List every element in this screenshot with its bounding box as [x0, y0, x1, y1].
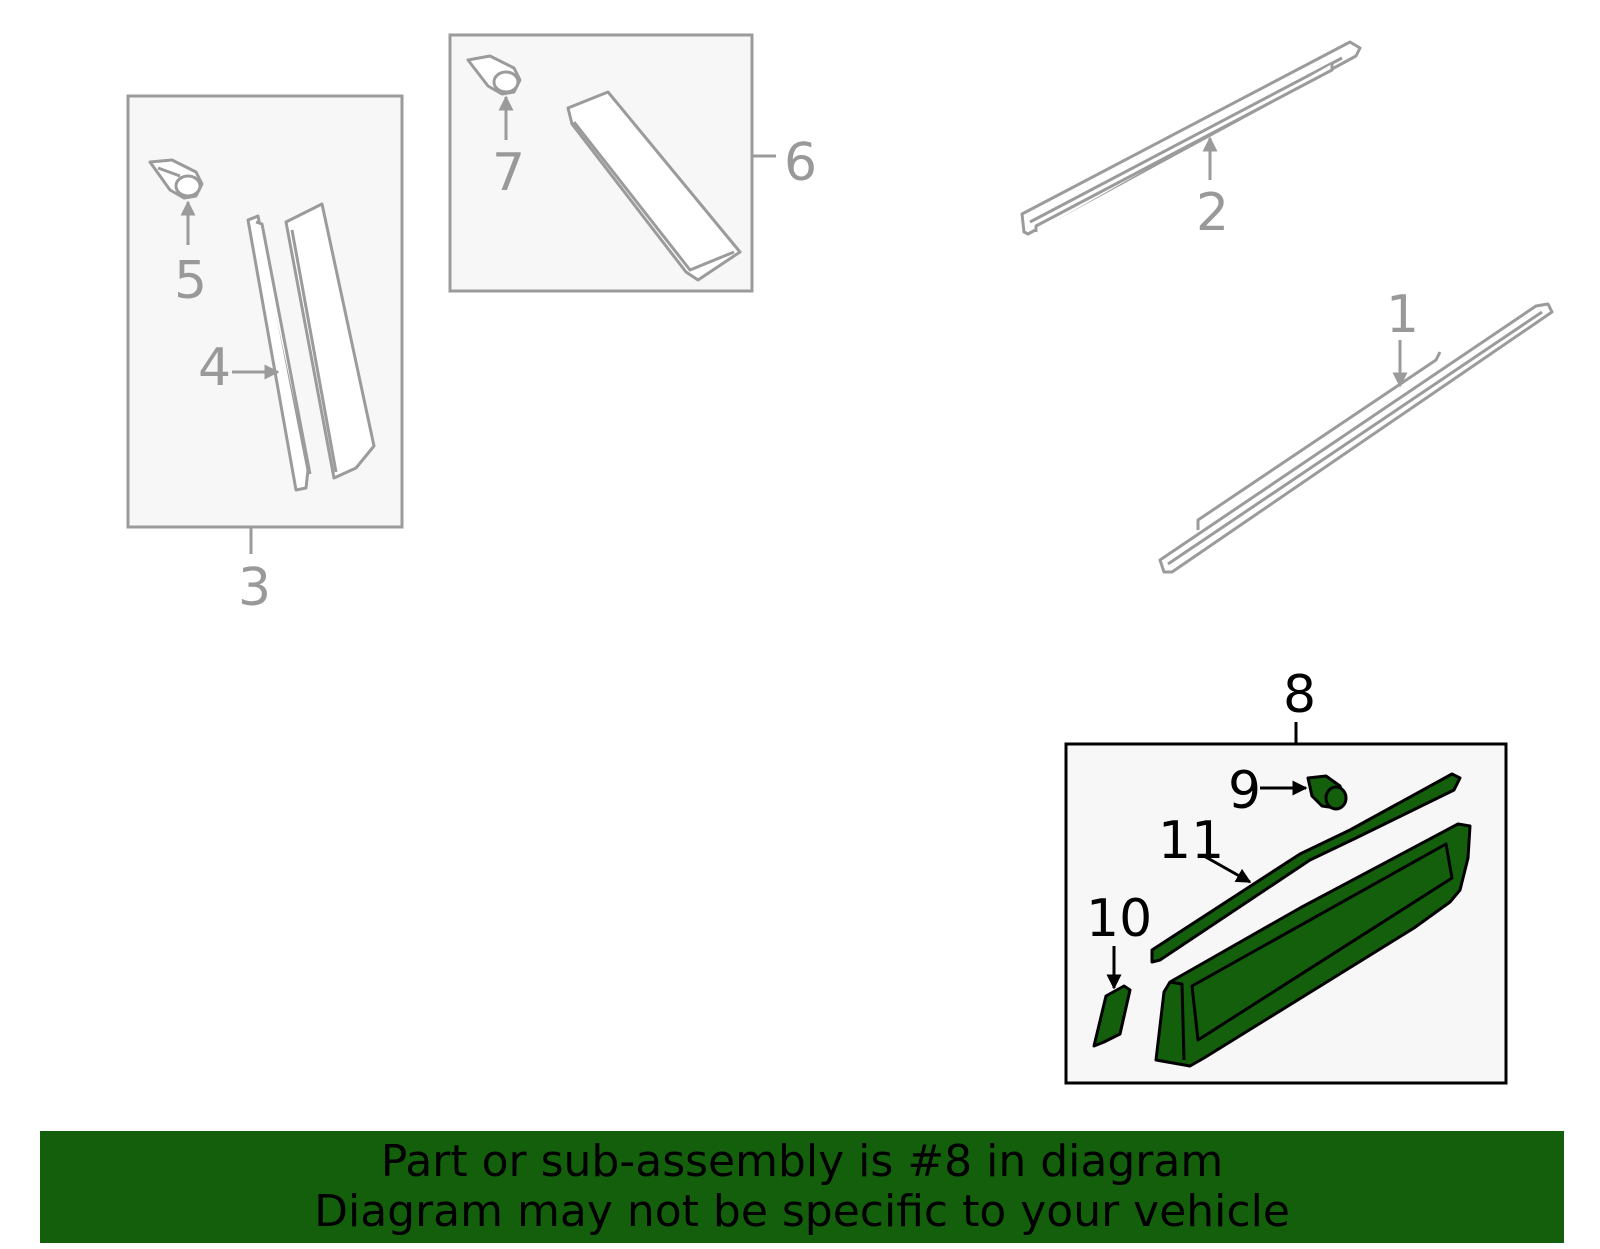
- assembly-3-group: 5 4 3: [126, 94, 404, 618]
- banner-line-disclaimer: Diagram may not be specific to your vehi…: [314, 1186, 1290, 1237]
- belt-molding-part-1: [1158, 302, 1554, 574]
- assembly-8-group[interactable]: 8 9 11 10: [1064, 665, 1508, 1085]
- callout-1: 1: [1386, 285, 1419, 345]
- callout-10: 10: [1086, 889, 1152, 949]
- door-molding-part-8[interactable]: [1154, 822, 1472, 1068]
- callout-5: 5: [174, 251, 207, 311]
- callout-7: 7: [492, 143, 525, 203]
- belt-molding-part-2: [1020, 40, 1362, 236]
- end-cap-part-10[interactable]: [1092, 984, 1132, 1048]
- callout-11: 11: [1158, 811, 1224, 871]
- callout-2: 2: [1196, 183, 1229, 243]
- molding-strip-part-11[interactable]: [1150, 772, 1462, 964]
- callout-9: 9: [1228, 761, 1261, 821]
- clip-part-7: [466, 54, 522, 96]
- clip-part-9[interactable]: [1306, 774, 1348, 811]
- pillar-trim-part-4: [246, 214, 312, 492]
- assembly-6-group: 7 6: [448, 33, 817, 293]
- callout-8: 8: [1283, 665, 1316, 725]
- callout-4: 4: [198, 338, 231, 398]
- info-banner: Part or sub-assembly is #8 in diagram Di…: [40, 1131, 1564, 1243]
- banner-line-part-info: Part or sub-assembly is #8 in diagram: [380, 1136, 1224, 1187]
- clip-part-5: [148, 158, 204, 200]
- callout-6: 6: [784, 133, 817, 193]
- callout-3: 3: [238, 558, 271, 618]
- pillar-panel: [284, 202, 376, 480]
- callout-11-leader: [1203, 854, 1252, 884]
- pillar-garnish-part-6: [566, 90, 742, 282]
